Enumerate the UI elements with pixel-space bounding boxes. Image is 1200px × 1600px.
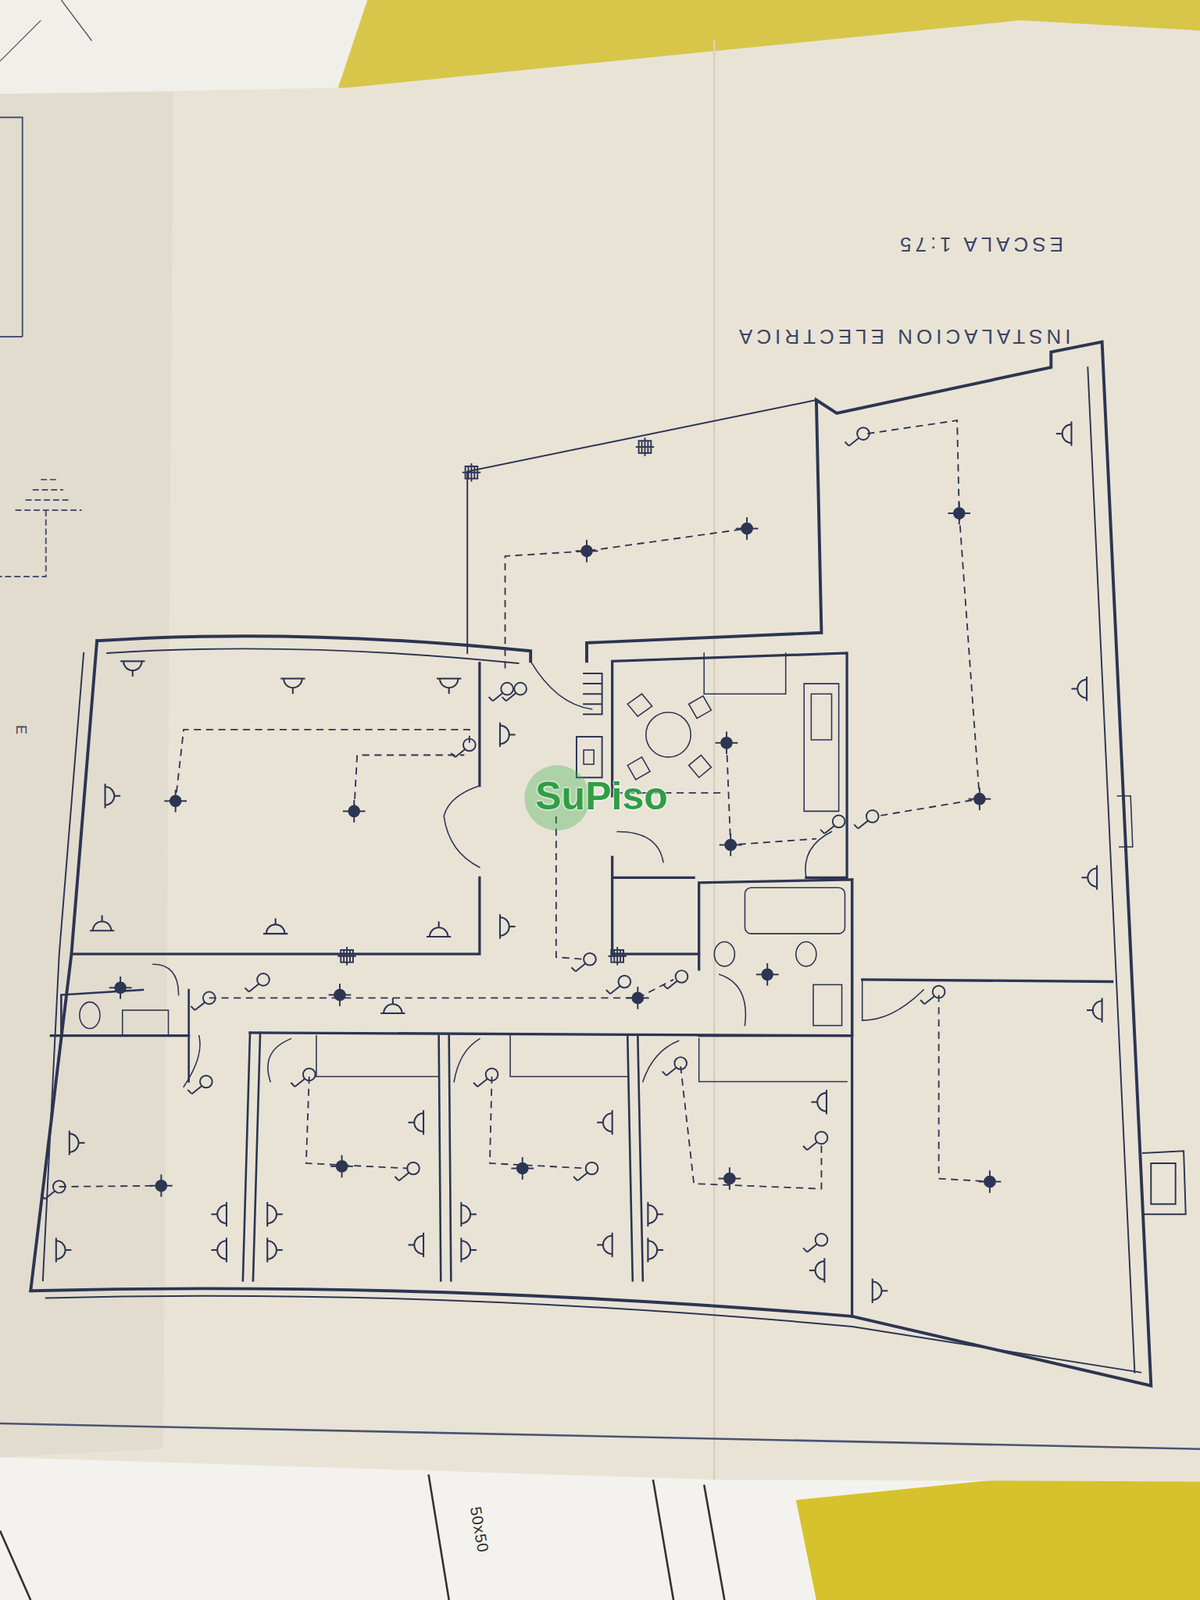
scale-note: ESCALA 1:75 <box>896 232 1064 256</box>
plan-title: INSTALACION ELECTRICA <box>735 325 1072 348</box>
sheet-letter: E <box>12 725 29 735</box>
watermark: SuPiso <box>535 775 668 818</box>
